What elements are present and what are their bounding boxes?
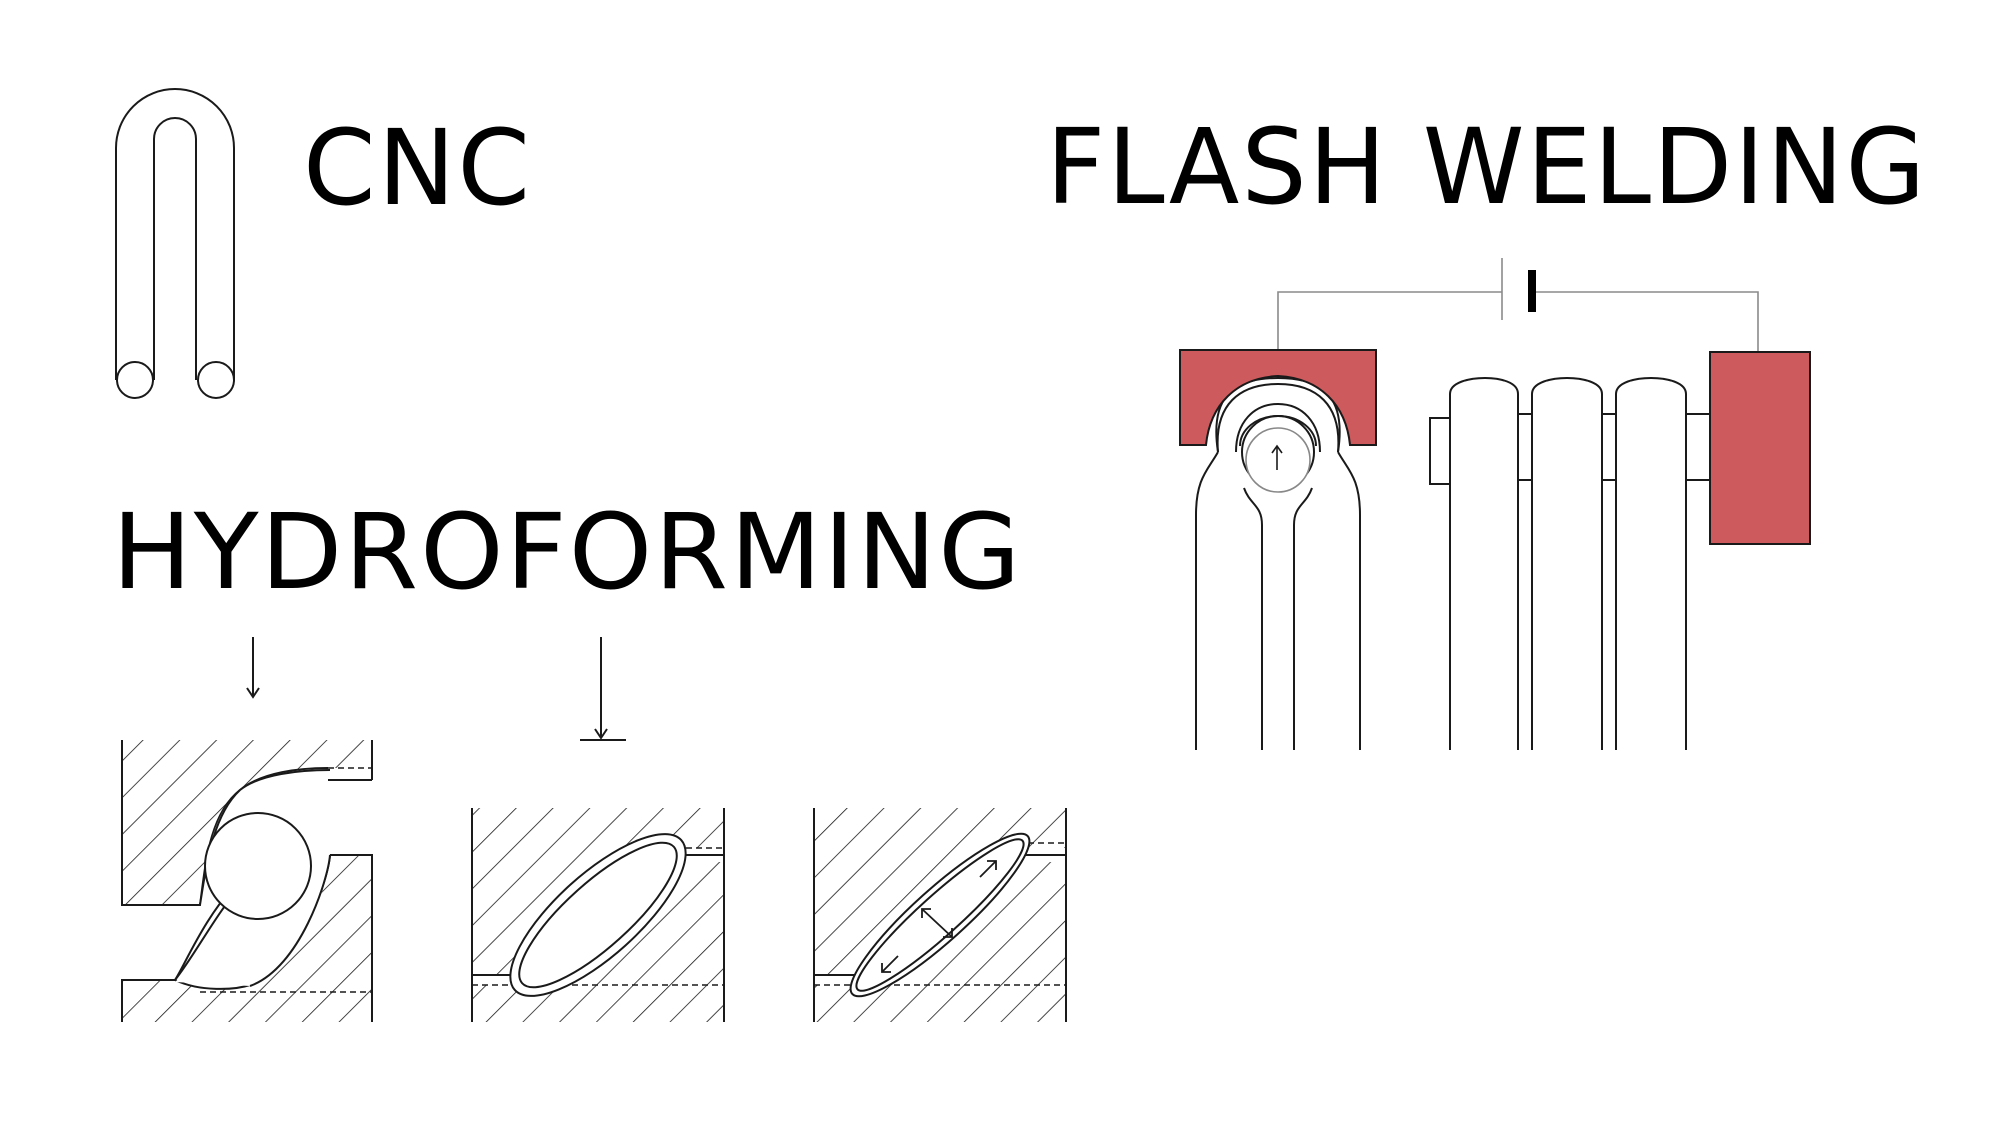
hydroforming-die-pressurized: [813, 808, 1067, 1022]
electrode-left: [1179, 349, 1377, 446]
cnc-title: CNC: [303, 107, 533, 229]
press-arrow-icon: [580, 637, 626, 741]
press-arrow-icon: [1271, 444, 1283, 470]
electrode-right: [1709, 351, 1811, 545]
welding-circuit: [1277, 258, 1759, 352]
cnc-bent-tube: [115, 88, 235, 399]
battery-icon: [1501, 258, 1536, 320]
hydroforming-title: HYDROFORMING: [112, 491, 1023, 613]
hydroforming-die-open: [121, 740, 373, 1022]
hydroforming-die-closed: [471, 808, 725, 1022]
flash-welding-title: FLASH WELDING: [1046, 106, 1928, 228]
radiator-sections-side: [1429, 376, 1720, 750]
welding-nipple: [1216, 382, 1340, 493]
arrow-down-icon: [246, 637, 260, 699]
expand-arrows-icon: [881, 860, 997, 973]
